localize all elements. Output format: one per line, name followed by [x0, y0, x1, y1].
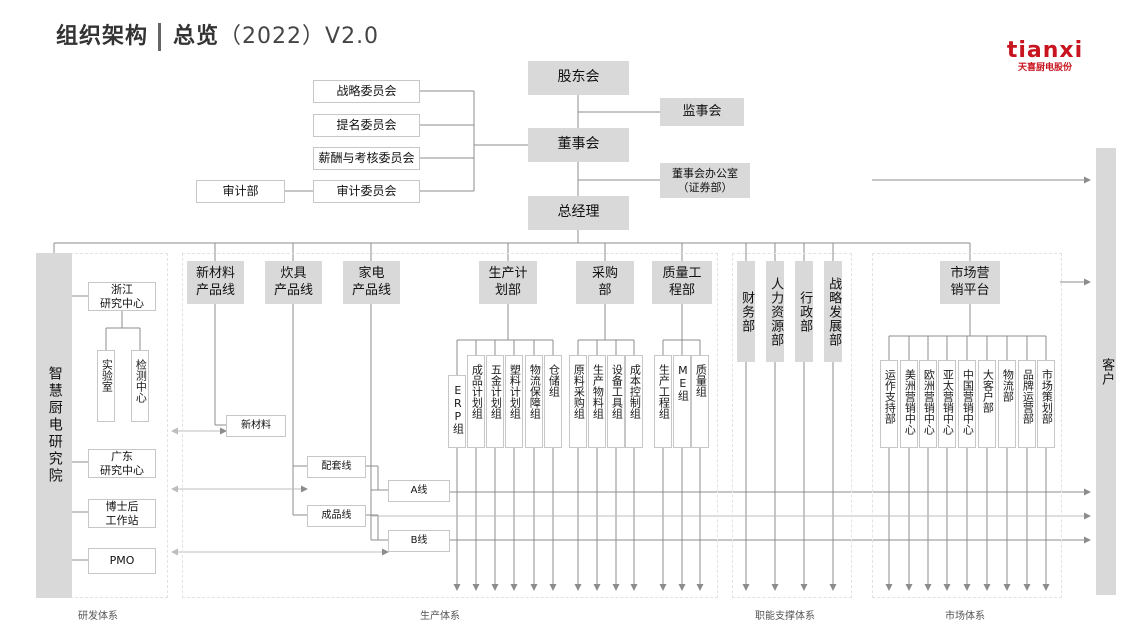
title-sub: 总览	[173, 24, 220, 49]
quality-group-label: 质量组	[694, 364, 708, 397]
logistics-support-group-label: 物流保障组	[528, 364, 542, 419]
key-account-dept[interactable]: 大客户部	[978, 360, 996, 448]
china-center[interactable]: 中国营销中心	[958, 360, 976, 448]
quality-engineering-dept[interactable]: 质量工 程部	[652, 261, 712, 304]
cost-control-group-label: 成本控制组	[628, 364, 642, 419]
lab-label: 实验室	[100, 359, 114, 392]
logistics-dept-label: 物流部	[1001, 369, 1015, 402]
b-line-box[interactable]: B线	[388, 530, 450, 552]
committee-audit[interactable]: 审计委员会	[313, 180, 420, 203]
finished-planning-group-label: 成品计划组	[470, 364, 484, 419]
brand-operations-dept-label: 品牌运营部	[1021, 369, 1035, 424]
apac-center[interactable]: 亚太营销中心	[938, 360, 956, 448]
supervisors-box[interactable]: 监事会	[660, 98, 744, 126]
operations-support-dept[interactable]: 运作支持部	[880, 360, 898, 448]
plastic-planning-group-label: 塑料计划组	[508, 364, 522, 419]
market-panel	[872, 253, 1062, 598]
title-year: （2022）V2.0	[219, 24, 380, 49]
production-material-group-label: 生产物料组	[591, 364, 605, 419]
production-panel	[182, 253, 718, 598]
board-box[interactable]: 董事会	[528, 128, 629, 162]
key-account-dept-label: 大客户部	[981, 369, 995, 413]
me-group-label: ME组	[676, 364, 690, 401]
committee-strategy[interactable]: 战略委员会	[313, 80, 420, 103]
shareholders-box[interactable]: 股东会	[528, 61, 629, 95]
committee-compensation[interactable]: 薪酬与考核委员会	[313, 147, 420, 170]
hardware-planning-group[interactable]: 五金计划组	[486, 355, 504, 448]
purchasing-dept[interactable]: 采购 部	[576, 261, 634, 304]
finished-line-box[interactable]: 成品线	[307, 505, 366, 527]
apac-center-label: 亚太营销中心	[941, 369, 955, 435]
finished-planning-group[interactable]: 成品计划组	[467, 355, 485, 448]
cookware-product-line[interactable]: 炊具 产品线	[265, 261, 322, 304]
warehouse-group[interactable]: 仓储组	[544, 355, 562, 448]
testing-center-box[interactable]: 检测中心	[131, 350, 149, 422]
finance-dept[interactable]: 财务部	[737, 261, 755, 362]
operations-support-dept-label: 运作支持部	[883, 369, 897, 424]
general-manager-box[interactable]: 总经理	[528, 196, 629, 230]
footer-support: 职能支撑体系	[755, 611, 815, 622]
quality-group[interactable]: 质量组	[691, 355, 709, 448]
title-separator	[158, 23, 162, 51]
committee-nomination[interactable]: 提名委员会	[313, 114, 420, 137]
footer-market: 市场体系	[945, 611, 985, 622]
appliance-product-line[interactable]: 家电 产品线	[343, 261, 400, 304]
board-office-box[interactable]: 董事会办公室 （证券部）	[660, 163, 750, 198]
zhejiang-research-center[interactable]: 浙江 研究中心	[88, 282, 156, 311]
americas-center-label: 美洲营销中心	[903, 369, 917, 435]
footer-research: 研发体系	[78, 611, 118, 622]
footer-production: 生产体系	[420, 611, 460, 622]
a-line-box[interactable]: A线	[388, 480, 450, 502]
new-material-product-line[interactable]: 新材料 产品线	[187, 261, 244, 304]
audit-dept-box[interactable]: 审计部	[196, 180, 285, 203]
production-planning-dept[interactable]: 生产计 划部	[479, 261, 537, 304]
title-main: 组织架构	[56, 24, 149, 49]
market-planning-dept-label: 市场策划部	[1040, 369, 1054, 424]
americas-center[interactable]: 美洲营销中心	[900, 360, 918, 448]
warehouse-group-label: 仓储组	[547, 364, 561, 397]
me-group[interactable]: ME组	[673, 355, 691, 448]
china-center-label: 中国营销中心	[961, 369, 975, 435]
pmo-box[interactable]: PMO	[88, 548, 156, 574]
erp-group[interactable]: ERP组	[448, 375, 466, 448]
logo-text-cn: 天喜厨电股份	[1017, 63, 1072, 73]
logo-text-en: tianxi	[1006, 38, 1084, 63]
market-planning-dept[interactable]: 市场策划部	[1037, 360, 1055, 448]
admin-dept[interactable]: 行政部	[795, 261, 813, 362]
erp-group-label: ERP组	[451, 384, 465, 434]
cost-control-group[interactable]: 成本控制组	[625, 355, 643, 448]
logistics-dept[interactable]: 物流部	[998, 360, 1016, 448]
plastic-planning-group[interactable]: 塑料计划组	[505, 355, 523, 448]
strategy-dept[interactable]: 战略发展部	[824, 261, 842, 362]
europe-center[interactable]: 欧洲营销中心	[919, 360, 937, 448]
new-material-box[interactable]: 新材料	[226, 415, 286, 437]
production-engineering-group[interactable]: 生产工程组	[654, 355, 672, 448]
production-engineering-group-label: 生产工程组	[657, 364, 671, 419]
page-title: 组织架构总览（2022）V2.0	[56, 18, 379, 51]
production-material-group[interactable]: 生产物料组	[588, 355, 606, 448]
equipment-tools-group-label: 设备工具组	[610, 364, 624, 419]
kit-line-box[interactable]: 配套线	[307, 456, 366, 478]
europe-center-label: 欧洲营销中心	[922, 369, 936, 435]
customer-bar[interactable]: 客户	[1096, 148, 1116, 595]
postdoc-station[interactable]: 博士后 工作站	[88, 499, 156, 528]
support-panel	[732, 253, 852, 598]
marketing-platform[interactable]: 市场营 销平台	[940, 261, 1000, 304]
research-institute-box[interactable]: 智慧厨电研究院	[36, 253, 72, 598]
testing-center-label: 检测中心	[134, 359, 148, 403]
logistics-support-group[interactable]: 物流保障组	[525, 355, 543, 448]
company-logo: tianxi 天喜厨电股份	[990, 40, 1100, 74]
hr-dept[interactable]: 人力资源部	[766, 261, 784, 362]
lab-box[interactable]: 实验室	[97, 350, 115, 422]
raw-material-purchasing-group[interactable]: 原料采购组	[569, 355, 587, 448]
raw-material-purchasing-group-label: 原料采购组	[572, 364, 586, 419]
brand-operations-dept[interactable]: 品牌运营部	[1018, 360, 1036, 448]
equipment-tools-group[interactable]: 设备工具组	[607, 355, 625, 448]
hardware-planning-group-label: 五金计划组	[489, 364, 503, 419]
guangdong-research-center[interactable]: 广东 研究中心	[88, 449, 156, 478]
